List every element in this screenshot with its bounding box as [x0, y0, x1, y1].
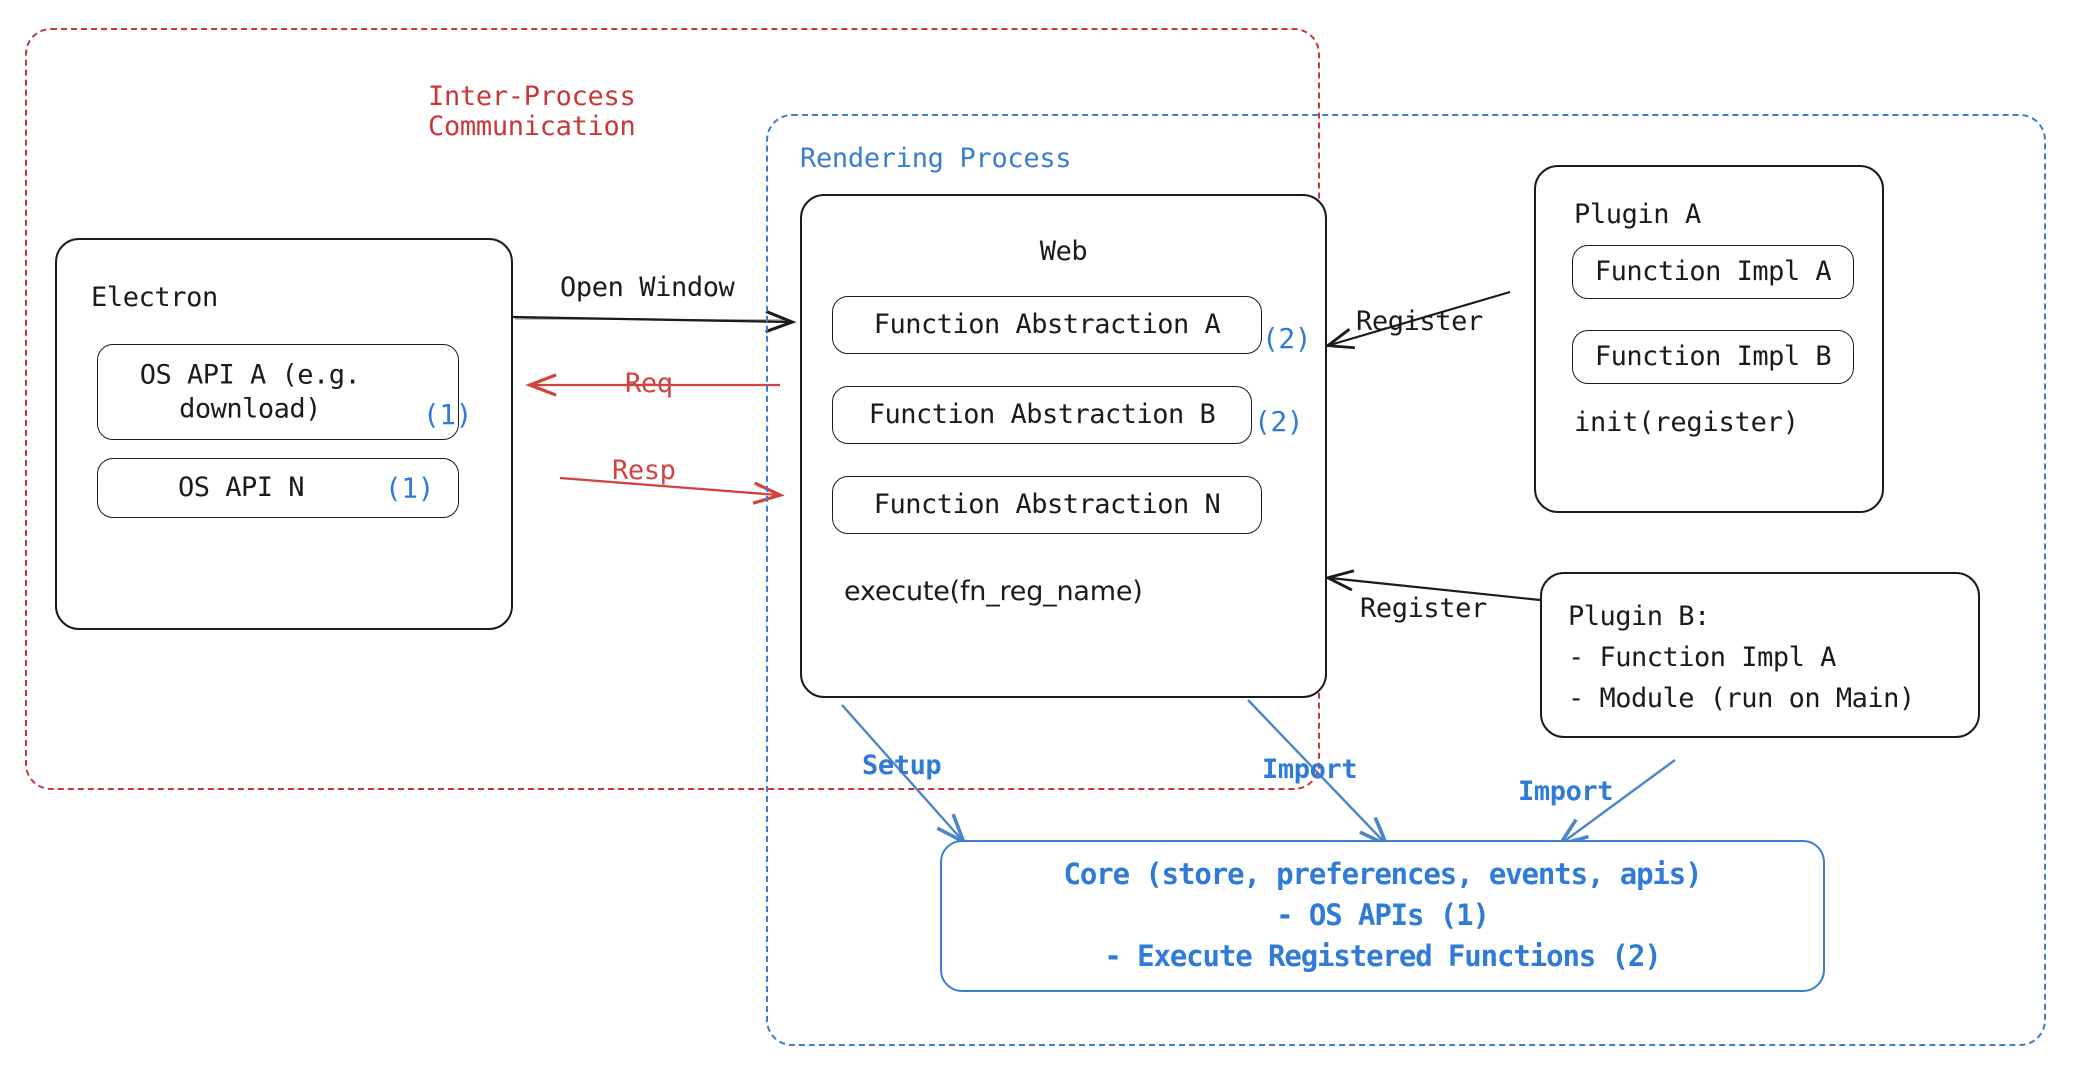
electron-title: Electron — [91, 282, 218, 313]
function-abstraction-b-label: Function Abstraction B — [868, 399, 1216, 431]
web-execute-method: execute(fn_reg_name) — [844, 576, 1143, 607]
function-abstraction-a-label: Function Abstraction A — [873, 309, 1221, 341]
group-rendering-process — [766, 114, 2046, 1046]
function-impl-a-box[interactable]: Function Impl A — [1572, 245, 1854, 299]
edge-label-open-window: Open Window — [560, 272, 735, 303]
core-text: Core (store, preferences, events, apis) … — [1063, 857, 1702, 974]
electron-box[interactable]: Electron OS API A (e.g. download) (1) OS… — [55, 238, 513, 630]
function-abstraction-n-box[interactable]: Function Abstraction N — [832, 476, 1262, 534]
edge-label-setup: Setup — [862, 750, 942, 781]
web-title: Web — [1039, 236, 1088, 267]
edge-label-import-plugin-b: Import — [1518, 776, 1614, 807]
group-label-ipc: Inter-Process Communication — [428, 81, 636, 143]
function-abstraction-b-box[interactable]: Function Abstraction B — [832, 386, 1252, 444]
os-api-n-tag: (1) — [384, 471, 435, 505]
os-api-a-tag: (1) — [422, 398, 473, 431]
edge-label-register-b: Register — [1360, 593, 1487, 624]
os-api-a-label: OS API A (e.g. download) — [139, 359, 361, 424]
plugin-a-title: Plugin A — [1574, 199, 1701, 230]
function-impl-b-label: Function Impl B — [1594, 341, 1832, 373]
plugin-a-box[interactable]: Plugin A Function Impl A Function Impl B… — [1534, 165, 1884, 513]
function-abstraction-b-tag: (2) — [1254, 405, 1304, 438]
edge-label-import-web: Import — [1262, 754, 1358, 785]
os-api-n-box[interactable]: OS API N (1) — [97, 458, 459, 518]
plugin-a-init-method: init(register) — [1574, 407, 1799, 438]
edge-label-resp: Resp — [612, 455, 676, 486]
function-abstraction-a-tag: (2) — [1262, 322, 1312, 355]
edge-label-register-a: Register — [1356, 306, 1483, 337]
os-api-a-box[interactable]: OS API A (e.g. download) (1) — [97, 344, 473, 440]
function-abstraction-n-label: Function Abstraction N — [873, 489, 1221, 521]
web-box[interactable]: Web Function Abstraction A Function Abst… — [800, 194, 1327, 698]
group-label-rendering-process: Rendering Process — [800, 143, 1072, 174]
core-box[interactable]: Core (store, preferences, events, apis) … — [940, 840, 1825, 992]
function-impl-b-box[interactable]: Function Impl B — [1572, 330, 1854, 384]
function-abstraction-a-box[interactable]: Function Abstraction A — [832, 296, 1262, 354]
plugin-b-text: Plugin B: - Function Impl A - Module (ru… — [1568, 601, 1915, 715]
os-api-n-label: OS API N — [177, 472, 305, 504]
plugin-b-box[interactable]: Plugin B: - Function Impl A - Module (ru… — [1540, 572, 1980, 738]
function-impl-a-label: Function Impl A — [1594, 256, 1832, 288]
edge-label-req: Req — [625, 368, 673, 399]
